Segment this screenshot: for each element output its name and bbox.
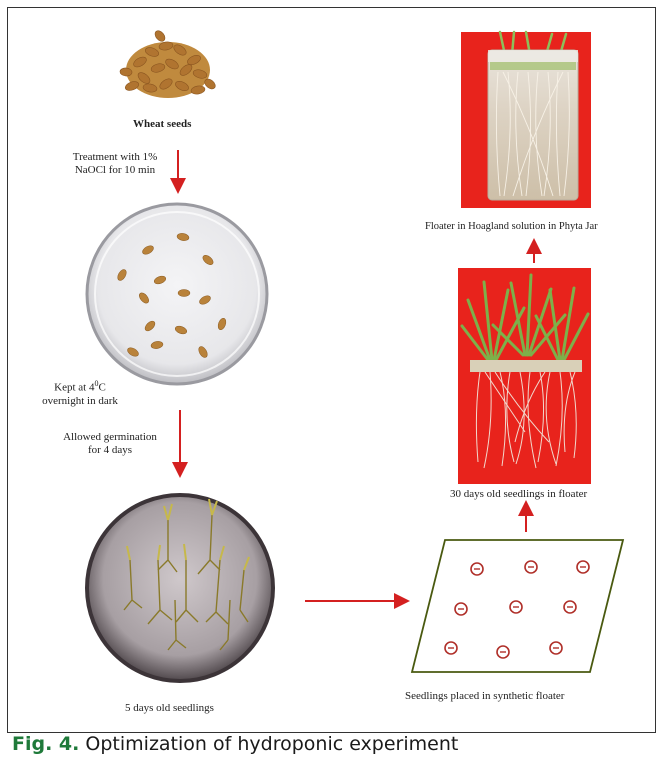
caption-fig-number: Fig. 4.: [12, 733, 79, 755]
label-treatment: Treatment with 1% NaOCl for 10 min: [55, 151, 175, 177]
phyta-jar-image: [461, 32, 591, 208]
label-wheat-seeds: Wheat seeds: [133, 118, 191, 131]
label-kept-unit: C: [98, 382, 105, 394]
synthetic-floater-image: [412, 540, 623, 672]
wheat-seeds-image: [120, 29, 217, 98]
caption-text: Optimization of hydroponic experiment: [79, 733, 458, 755]
petri-dish-seedlings-image: [87, 495, 273, 681]
label-kept: Kept at 40C overnight in dark: [30, 377, 130, 408]
figure-caption: Fig. 4. Optimization of hydroponic exper…: [12, 733, 458, 755]
label-treatment-line1: Treatment with 1%: [55, 151, 175, 164]
label-germination-line2: for 4 days: [50, 444, 170, 457]
label-germination-line1: Allowed germination: [50, 431, 170, 444]
seedlings-30days-image: [458, 268, 591, 484]
label-germination: Allowed germination for 4 days: [50, 431, 170, 457]
petri-dish-seeds-image: [87, 204, 267, 384]
label-kept-line2: overnight in dark: [30, 395, 130, 408]
label-30-days-seedlings: 30 days old seedlings in floater: [450, 488, 587, 501]
label-treatment-line2: NaOCl for 10 min: [55, 164, 175, 177]
label-kept-text: Kept at 4: [54, 382, 94, 394]
label-kept-line1: Kept at 40C: [30, 377, 130, 395]
label-hoagland-jar: Floater in Hoagland solution in Phyta Ja…: [425, 220, 598, 233]
label-synthetic-floater: Seedlings placed in synthetic floater: [405, 690, 564, 703]
label-5-days-seedlings: 5 days old seedlings: [125, 702, 214, 715]
